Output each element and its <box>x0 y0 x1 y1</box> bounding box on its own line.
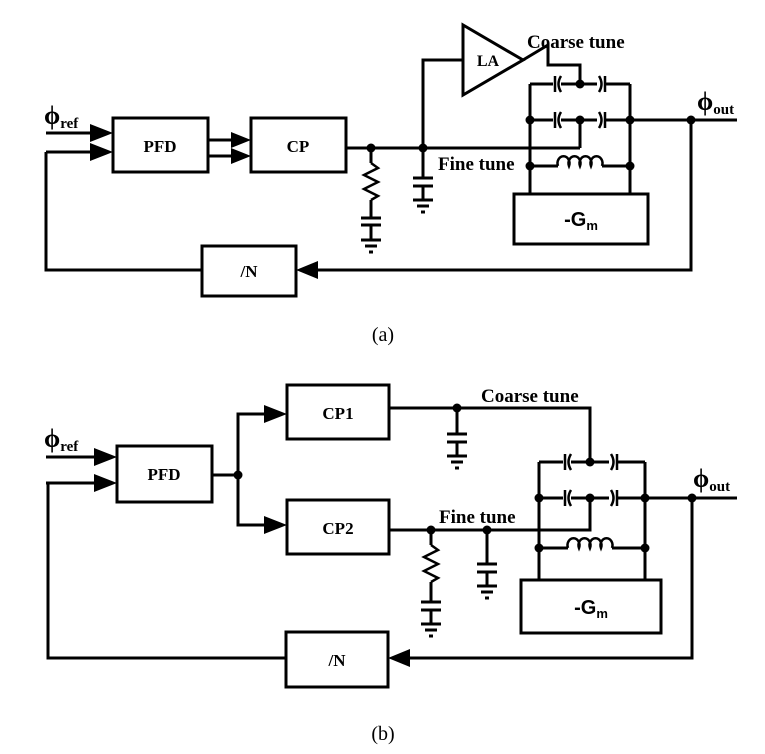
varactor-icon <box>563 489 573 507</box>
pfd-label: PFD <box>147 465 180 484</box>
feedback-arrow <box>296 261 318 279</box>
caption-b: (b) <box>371 723 394 745</box>
varactor-icon <box>563 453 573 471</box>
pfd-block <box>111 116 210 174</box>
varactor-icon <box>609 453 619 471</box>
ref-input-arrow <box>90 124 113 142</box>
cp1-block <box>285 383 391 441</box>
loop-filter <box>421 530 441 638</box>
feedback-return-line <box>44 152 202 272</box>
inductor-icon <box>566 537 614 552</box>
coarse-capacitor <box>447 408 467 470</box>
shunt-capacitor <box>477 530 497 600</box>
feedback-line <box>316 120 693 272</box>
la-input-line <box>421 58 463 148</box>
neg-gm-block <box>519 578 663 635</box>
to-cp1-line <box>236 412 266 475</box>
phi-out-label: ϕout <box>697 87 734 118</box>
pfd-up-arrow <box>231 132 251 148</box>
inductor-icon <box>556 155 604 170</box>
la-output-line <box>522 42 582 82</box>
divider-label: /N <box>328 651 347 670</box>
loop-filter <box>361 148 381 254</box>
feedback-input-arrow <box>90 143 113 161</box>
feedback-return-line <box>46 483 286 660</box>
resistor-icon <box>361 161 381 202</box>
ref-input-arrow <box>94 448 117 466</box>
coarse-control-line <box>389 406 592 462</box>
phi-out-label: ϕout <box>693 464 730 495</box>
pfd-block <box>115 444 214 504</box>
shunt-capacitor <box>413 148 433 214</box>
fine-control-line <box>389 498 592 532</box>
caption-a: (a) <box>372 324 394 346</box>
vco-tank <box>534 453 650 580</box>
to-cp1-arrow <box>264 405 287 423</box>
neg-gm-block <box>512 192 650 246</box>
divider-label: /N <box>240 262 259 281</box>
feedback-line <box>408 498 694 660</box>
vco-tank <box>525 75 635 194</box>
varactor-icon <box>597 75 607 93</box>
cp-label: CP <box>287 137 310 156</box>
to-cp2-line <box>236 475 266 527</box>
la-amplifier <box>461 22 526 98</box>
figure-b: ϕref PFD CP1 CP2 Coar <box>44 383 737 745</box>
neg-gm-label: -Gm <box>574 597 608 621</box>
to-cp2-arrow <box>264 516 287 534</box>
cp2-block <box>285 498 391 556</box>
cp1-label: CP1 <box>322 404 353 423</box>
coarse-tune-label: Coarse tune <box>527 32 625 53</box>
cp2-label: CP2 <box>322 519 353 538</box>
feedback-arrow <box>388 649 410 667</box>
resistor-icon <box>421 543 441 584</box>
neg-gm-label: -Gm <box>564 209 598 233</box>
coarse-tune-label: Coarse tune <box>481 386 579 407</box>
phi-ref-label: ϕref <box>44 101 79 132</box>
pfd-dn-arrow <box>231 148 251 164</box>
feedback-input-arrow <box>94 474 117 492</box>
varactor-icon <box>553 75 563 93</box>
fine-tune-label: Fine tune <box>438 154 515 175</box>
varactor-icon <box>597 111 607 129</box>
varactor-icon <box>553 111 563 129</box>
varactor-icon <box>609 489 619 507</box>
fine-tune-label: Fine tune <box>439 507 516 528</box>
cp-block <box>249 116 348 174</box>
pfd-label: PFD <box>143 137 176 156</box>
figure-a: ϕref PFD CP <box>44 22 737 346</box>
la-label: LA <box>477 53 500 70</box>
phi-ref-label: ϕref <box>44 424 79 455</box>
